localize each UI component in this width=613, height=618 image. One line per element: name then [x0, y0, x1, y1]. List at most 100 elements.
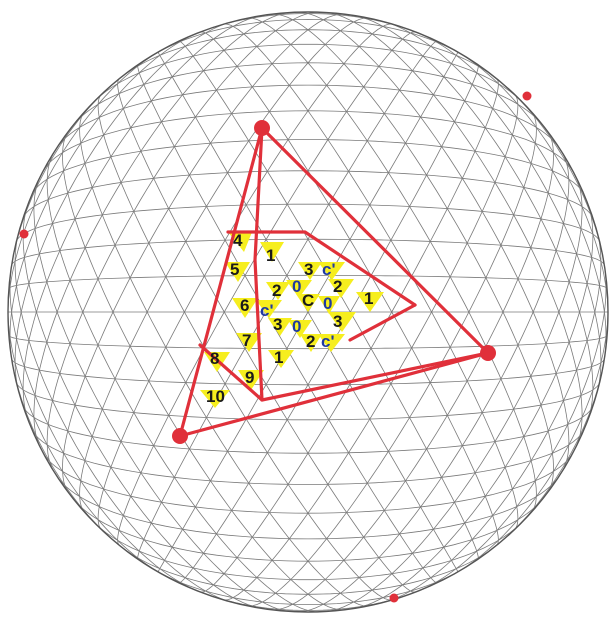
mesh-line	[222, 23, 519, 530]
mesh-line	[7, 307, 163, 575]
mesh-line	[352, 202, 594, 609]
mesh-line	[324, 176, 583, 612]
highlighted-triangle	[256, 300, 282, 318]
highlighted-triangle	[236, 333, 262, 352]
mesh-line	[117, 31, 416, 546]
mesh-line	[153, 569, 463, 606]
mesh-line	[383, 21, 602, 392]
icosahedron-face-edges	[178, 126, 490, 438]
mesh-line	[383, 232, 602, 603]
label-3-left: 3	[273, 315, 282, 334]
mesh-line	[97, 23, 394, 530]
mesh-line	[15, 382, 601, 421]
highlighted-triangle	[268, 318, 292, 336]
mesh-line	[271, 13, 554, 493]
mesh-line	[7, 49, 163, 317]
label-6: 6	[240, 296, 249, 315]
inner-edge-upper	[226, 230, 417, 307]
vertex-dot	[172, 428, 188, 444]
mesh-line	[416, 266, 607, 592]
highlighted-triangle	[238, 370, 264, 390]
mesh-line	[271, 131, 554, 611]
label-5: 5	[230, 260, 239, 279]
label-9: 9	[245, 368, 254, 387]
mesh-line	[200, 78, 499, 593]
highlighted-triangle	[268, 350, 294, 368]
mesh-line	[15, 203, 601, 242]
mesh-line	[22, 15, 264, 422]
mesh-line	[153, 18, 463, 55]
label-0-lower: 0	[292, 317, 301, 336]
mesh-line	[453, 307, 609, 575]
label-1-top: 1	[266, 246, 275, 265]
label-1-lower: 1	[274, 348, 283, 367]
inner-edge-middle	[253, 126, 264, 402]
mesh-line	[31, 139, 585, 196]
mesh-line	[31, 428, 585, 485]
highlighted-triangle	[225, 262, 250, 282]
sphere-mesh	[7, 11, 609, 613]
mesh-line	[324, 12, 583, 448]
triangle-labels: 4 1 5 3 c' 2 0 2 1 6 c' C 0 3 0 3 7 2 c'…	[206, 231, 373, 406]
vertex-dot-edge	[19, 229, 29, 239]
label-0-center: 0	[323, 294, 332, 313]
label-3-right: 3	[333, 312, 342, 331]
highlighted-triangle	[318, 262, 345, 280]
sphere-outline	[7, 11, 609, 613]
mesh-line	[94, 522, 522, 581]
inner-edge-lower	[198, 343, 490, 402]
highlighted-triangle	[260, 242, 284, 262]
vertex-dot	[480, 345, 496, 361]
label-c-prime-lower: c'	[321, 332, 335, 351]
mesh-line	[46, 11, 320, 472]
label-c-prime-upper: c'	[322, 260, 336, 279]
label-10: 10	[206, 387, 225, 406]
highlighted-triangle	[328, 312, 356, 332]
mesh-line	[14, 21, 233, 392]
vertex-dot	[254, 120, 270, 136]
inner-edge-spoke	[348, 303, 417, 342]
highlighted-triangles	[200, 232, 384, 408]
label-C-center: C	[302, 291, 314, 310]
mesh-line	[33, 176, 292, 612]
mesh-line	[56, 475, 560, 540]
highlighted-triangle	[286, 280, 312, 298]
mesh-line	[62, 131, 345, 611]
label-c-prime-left: c'	[260, 301, 274, 320]
highlighted-triangle	[200, 390, 230, 408]
label-2-right: 2	[333, 277, 342, 296]
vertex-dot-edge	[522, 91, 532, 101]
icosahedron-face	[178, 126, 490, 438]
mesh-line	[94, 43, 522, 102]
highlighted-triangle	[288, 320, 312, 338]
vertex-dot-edge	[389, 593, 399, 603]
label-2-lower: 2	[306, 332, 315, 351]
highlighted-triangle	[266, 282, 290, 300]
mesh-line	[296, 152, 570, 613]
highlighted-triangle	[328, 279, 354, 298]
mesh-line	[56, 84, 560, 149]
label-4: 4	[233, 231, 243, 250]
mesh-line	[79, 17, 370, 513]
highlighted-triangle	[300, 334, 322, 352]
highlighted-triangle	[298, 262, 322, 280]
mesh-line	[246, 111, 537, 607]
mesh-line	[453, 49, 609, 317]
highlighted-triangle	[232, 298, 258, 318]
highlighted-triangle	[318, 296, 340, 314]
vertex-markers	[19, 91, 532, 603]
mesh-line	[62, 13, 345, 493]
label-0-upper: 0	[292, 277, 301, 296]
label-7: 7	[242, 331, 251, 350]
highlighted-triangle	[296, 294, 320, 312]
mesh-line	[14, 232, 233, 603]
label-1-right: 1	[364, 289, 373, 308]
mesh-line	[178, 64, 479, 584]
label-8: 8	[210, 349, 219, 368]
label-2-left: 2	[272, 281, 281, 300]
mesh-line	[222, 94, 519, 601]
mesh-line	[9, 32, 200, 358]
highlighted-triangle	[318, 334, 345, 352]
mesh-line	[33, 12, 292, 448]
